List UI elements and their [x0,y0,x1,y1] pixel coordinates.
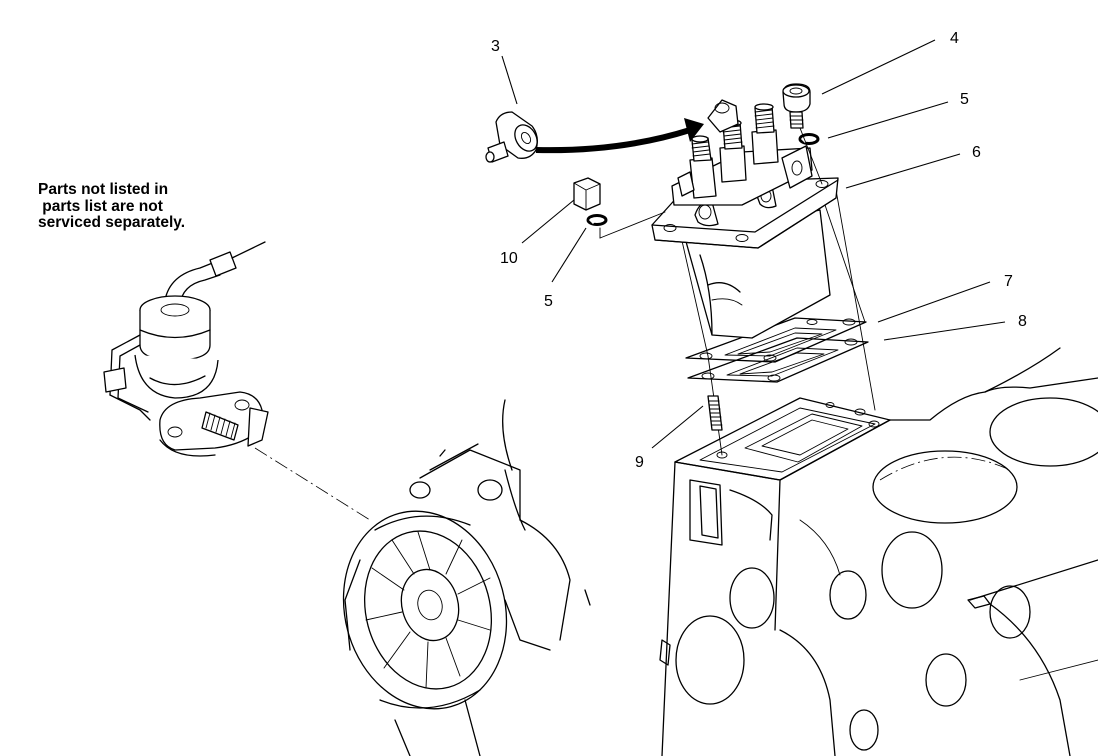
callout-7: 7 [1004,273,1013,290]
delivery-valve-holder-left [689,135,717,199]
gasket-upper [685,317,867,363]
lock-washer-lower [586,214,608,226]
callout-8: 8 [1018,313,1027,330]
service-note-line-3: serviced separately. [38,214,186,231]
callout-5-lower: 5 [544,293,553,310]
gear-housing [342,399,591,756]
callout-9: 9 [635,454,644,471]
banjo-fitting [485,111,538,163]
service-note-line-2: parts list are not [38,197,163,215]
cap-screw [782,83,811,129]
callout-10: 10 [500,250,518,267]
engine-block [659,347,1098,756]
callout-labels: 3 4 5 6 7 8 9 10 5 [491,30,1027,471]
injection-pump [651,99,839,339]
nut [573,177,601,211]
callout-4: 4 [950,30,959,47]
service-note: Parts not listed in parts list are not s… [38,181,186,232]
fuel-feed-pump [103,241,269,457]
callout-3: 3 [491,38,500,55]
stud [707,395,723,431]
callout-6: 6 [972,144,981,161]
callout-5-top: 5 [960,91,969,108]
gasket-lower [687,337,869,383]
service-note-line-1: Parts not listed in [38,181,169,198]
leader-lines [501,39,1006,449]
delivery-valve-holder-right [751,103,779,165]
